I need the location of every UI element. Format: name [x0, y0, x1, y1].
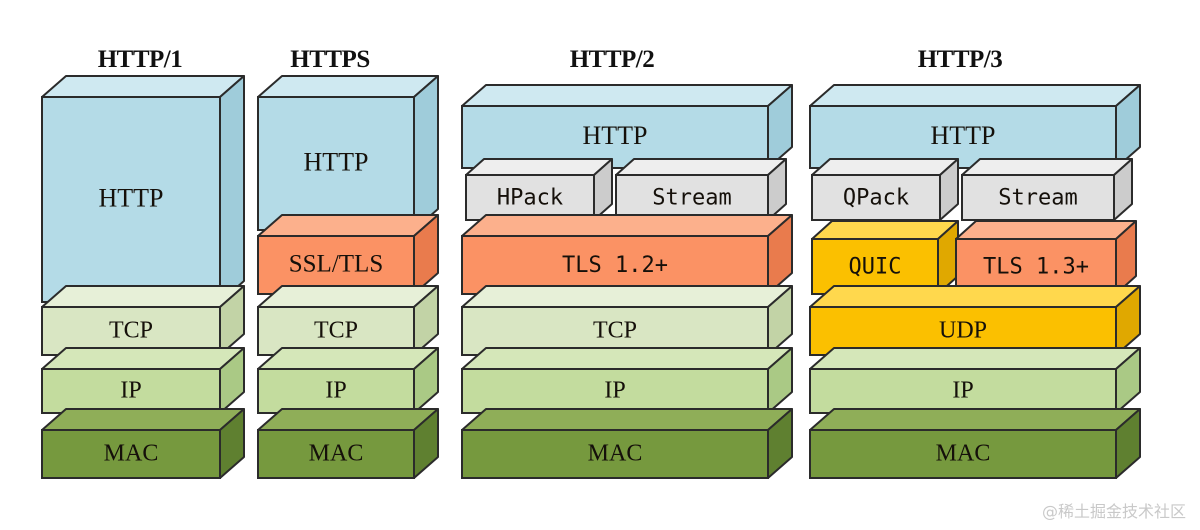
block-label-http3-tls: TLS 1.3+ — [983, 255, 1089, 280]
block-front-face — [41, 429, 221, 479]
block-top-face — [961, 158, 1133, 176]
block-label-http3-udp: UDP — [939, 318, 987, 344]
block-label-http3-ip: IP — [952, 378, 973, 404]
block-top-face — [811, 220, 959, 240]
block-https-tcp: TCP — [257, 285, 439, 356]
block-side-face — [219, 75, 245, 303]
block-label-http1-tcp: TCP — [109, 318, 153, 344]
block-front-face — [461, 105, 769, 169]
block-http2-http: HTTP — [461, 84, 793, 169]
block-http3-qpack: QPack — [811, 158, 959, 221]
block-top-face — [465, 158, 613, 176]
block-side-face — [413, 75, 439, 231]
column-title-3: HTTP/2 — [569, 46, 655, 73]
block-front-face — [809, 368, 1117, 414]
block-top-face — [809, 347, 1141, 370]
block-label-http2-mac: MAC — [588, 441, 643, 467]
block-http3-tls: TLS 1.3+ — [955, 220, 1137, 295]
block-http3-stream: Stream — [961, 158, 1133, 221]
block-front-face — [955, 238, 1117, 295]
block-label-http3-qpack: QPack — [843, 186, 909, 211]
block-label-http2-stream: Stream — [652, 186, 731, 211]
block-front-face — [257, 96, 415, 231]
block-top-face — [809, 285, 1141, 308]
block-http2-mac: MAC — [461, 408, 793, 479]
block-label-http1-mac: MAC — [104, 441, 159, 467]
block-http3-http: HTTP — [809, 84, 1141, 169]
block-label-https-http: HTTP — [304, 147, 369, 176]
column-title-2: HTTPS — [290, 46, 370, 73]
block-top-face — [461, 214, 793, 237]
block-top-face — [257, 347, 439, 370]
block-label-http1-ip: IP — [120, 378, 141, 404]
block-http2-tls: TLS 1.2+ — [461, 214, 793, 295]
block-label-https-mac: MAC — [309, 441, 364, 467]
block-http1-http: HTTP — [41, 75, 245, 303]
block-http1-mac: MAC — [41, 408, 245, 479]
block-front-face — [811, 238, 939, 295]
block-http1-ip: IP — [41, 347, 245, 414]
block-front-face — [809, 105, 1117, 169]
block-top-face — [41, 408, 245, 431]
block-http1-tcp: TCP — [41, 285, 245, 356]
block-top-face — [41, 347, 245, 370]
block-top-face — [615, 158, 787, 176]
block-top-face — [461, 408, 793, 431]
block-label-https-ip: IP — [325, 378, 346, 404]
block-top-face — [809, 84, 1141, 107]
column-title-1: HTTP/1 — [97, 46, 183, 73]
block-top-face — [955, 220, 1137, 240]
watermark-label: @稀土掘金技术社区 — [1041, 502, 1186, 521]
block-http3-ip: IP — [809, 347, 1141, 414]
block-label-http3-mac: MAC — [936, 441, 991, 467]
block-label-http2-ip: IP — [604, 378, 625, 404]
block-top-face — [461, 347, 793, 370]
block-front-face — [257, 235, 415, 295]
block-http2-hpack: HPack — [465, 158, 613, 221]
block-top-face — [41, 75, 245, 98]
block-front-face — [961, 174, 1115, 221]
block-front-face — [461, 368, 769, 414]
block-top-face — [809, 408, 1141, 431]
block-http3-mac: MAC — [809, 408, 1141, 479]
block-https-http: HTTP — [257, 75, 439, 231]
block-http3-udp: UDP — [809, 285, 1141, 356]
block-front-face — [809, 429, 1117, 479]
block-front-face — [461, 235, 769, 295]
block-label-https-ssl-tls: SSL/TLS — [289, 251, 383, 278]
block-https-ssl-tls: SSL/TLS — [257, 214, 439, 295]
block-label-http2-tcp: TCP — [593, 318, 637, 344]
block-label-http2-http: HTTP — [583, 121, 648, 150]
block-label-http3-quic: QUIC — [849, 255, 902, 280]
block-top-face — [257, 75, 439, 98]
block-label-http2-tls: TLS 1.2+ — [562, 253, 668, 278]
block-http2-tcp: TCP — [461, 285, 793, 356]
block-label-http3-http: HTTP — [931, 121, 996, 150]
block-front-face — [257, 429, 415, 479]
block-front-face — [41, 96, 221, 303]
block-http2-stream: Stream — [615, 158, 787, 221]
block-https-ip: IP — [257, 347, 439, 414]
block-https-mac: MAC — [257, 408, 439, 479]
block-top-face — [41, 285, 245, 308]
block-http3-quic: QUIC — [811, 220, 959, 295]
block-top-face — [461, 285, 793, 308]
block-http2-ip: IP — [461, 347, 793, 414]
block-label-http2-hpack: HPack — [497, 186, 563, 211]
block-top-face — [257, 285, 439, 308]
block-top-face — [811, 158, 959, 176]
block-label-http1-http: HTTP — [99, 183, 164, 212]
block-front-face — [461, 429, 769, 479]
block-top-face — [257, 214, 439, 237]
block-label-https-tcp: TCP — [314, 318, 358, 344]
block-top-face — [461, 84, 793, 107]
column-title-4: HTTP/3 — [917, 46, 1003, 73]
block-label-http3-stream: Stream — [998, 186, 1077, 211]
block-top-face — [257, 408, 439, 431]
block-front-face — [257, 368, 415, 414]
